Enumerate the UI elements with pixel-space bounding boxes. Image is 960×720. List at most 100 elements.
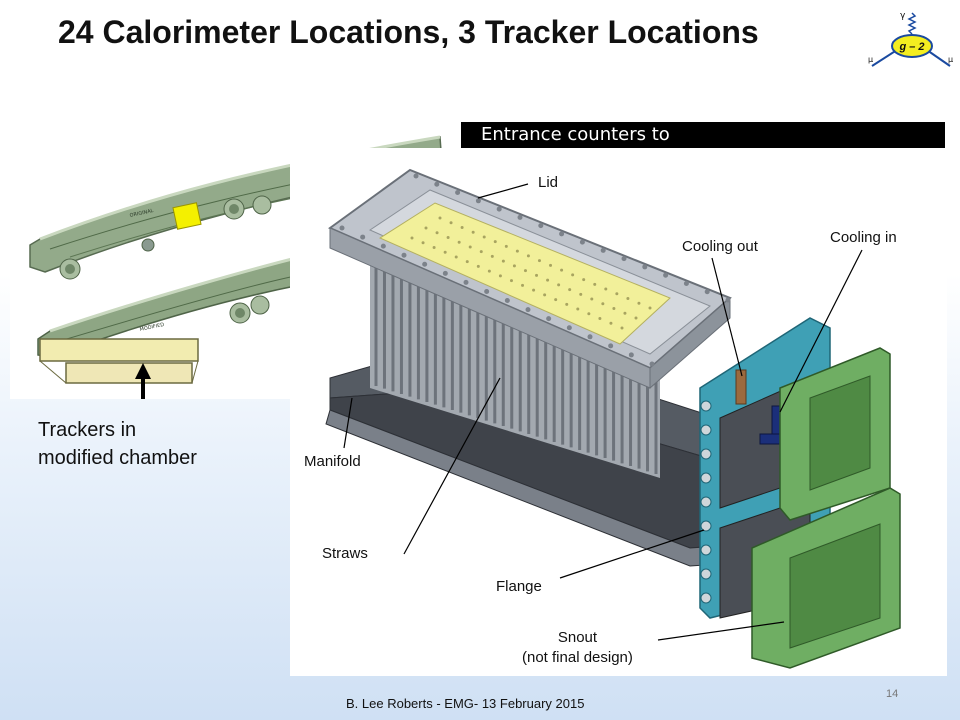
board-pad [543, 293, 547, 297]
lid-bolt-hole [608, 343, 614, 349]
lid-bolt-hole [455, 190, 461, 196]
board-pad [615, 292, 619, 296]
lid-bolt-hole [663, 272, 669, 278]
board-pad [546, 278, 550, 282]
board-pad [648, 306, 652, 310]
board-pad [535, 273, 539, 277]
lid-bolt-hole [442, 270, 448, 276]
left-caption: Trackers in modified chamber [38, 416, 197, 472]
lid-bolt-hole [463, 279, 469, 285]
lid-bolt-hole [339, 225, 345, 231]
board-pad [471, 230, 475, 234]
board-pad [579, 292, 583, 296]
logo-gamma: γ [900, 11, 906, 21]
lid [327, 168, 732, 390]
lid-bolt-hole [525, 307, 531, 313]
label-flange: Flange [496, 578, 542, 595]
flange-bolt [700, 592, 712, 604]
lid-bolt-hole [484, 288, 490, 294]
board-pad [554, 298, 558, 302]
board-pad [593, 282, 597, 286]
lid-bolt-hole [621, 256, 627, 262]
board-pad [587, 312, 591, 316]
board-pad [521, 283, 525, 287]
label-snout: Snout (not final design) [522, 628, 633, 668]
board-pad [498, 274, 502, 278]
banner-text: Entrance counters to [481, 124, 670, 145]
caption-line-1: Trackers in [38, 419, 137, 441]
board-pad [512, 264, 516, 268]
board-pad [604, 287, 608, 291]
slide-title: 24 Calorimeter Locations, 3 Tracker Loca… [58, 14, 759, 50]
board-pad [432, 245, 436, 249]
board-pad [634, 316, 638, 320]
label-lid: Lid [538, 174, 559, 191]
lid-bolt-hole [434, 181, 440, 187]
flange-bolt [700, 568, 712, 580]
lid-bolt-hole [559, 231, 565, 237]
board-pad [590, 297, 594, 301]
g-2-logo: g – 2 γ μ μ [868, 11, 953, 67]
leader-lines [343, 183, 863, 641]
board-pad [549, 263, 553, 267]
board-pad [523, 269, 527, 273]
lid-bolt-hole [579, 239, 585, 245]
logo-mu-right: μ [948, 55, 953, 64]
board-pad [557, 283, 561, 287]
board-pad [509, 279, 513, 283]
label-snout-line-1: Snout [557, 629, 598, 646]
board-pad [582, 278, 586, 282]
board-pad [504, 244, 508, 248]
board-pad [626, 297, 630, 301]
board-pad [454, 255, 458, 259]
board-pad [446, 235, 450, 239]
board-pad [443, 250, 447, 254]
board-pad [560, 268, 564, 272]
lid-bolt-hole [517, 214, 523, 220]
snout [751, 347, 901, 669]
board-pad [565, 302, 569, 306]
board-pad [479, 250, 483, 254]
flange-bolt [700, 448, 712, 460]
board-pad [482, 235, 486, 239]
logo-mu-left: μ [868, 55, 873, 64]
board-pad [410, 236, 414, 240]
page-number: 14 [886, 688, 899, 700]
tracker-location-highlight [172, 202, 202, 230]
label-straws: Straws [322, 545, 368, 562]
footer-citation: B. Lee Roberts - EMG- 13 February 2015 [346, 696, 585, 711]
board-pad [601, 302, 605, 306]
flange-bolt [700, 544, 712, 556]
board-pad [598, 317, 602, 321]
lid-bolt-hole [538, 223, 544, 229]
lid-bolt-hole [642, 264, 648, 270]
board-pad [568, 288, 572, 292]
entrance-counters-banner [461, 122, 945, 148]
label-cooling-out: Cooling out [682, 238, 758, 255]
caption-line-2: modified chamber [38, 447, 197, 469]
board-pad [457, 240, 461, 244]
label-snout-line-2: (not final design) [522, 649, 633, 666]
lid-bolt-hole [546, 316, 552, 322]
board-pad [476, 264, 480, 268]
lid-bolt-hole [496, 206, 502, 212]
flange-bolt [700, 520, 712, 532]
lid-bolt-hole [587, 334, 593, 340]
lid-bolt-hole [413, 173, 419, 179]
board-pad [571, 273, 575, 277]
modified-tag: MODIFIED [139, 322, 165, 333]
lid-bolt-hole [380, 243, 386, 249]
flange-bolt [700, 496, 712, 508]
board-pad [438, 216, 442, 220]
board-pad [468, 245, 472, 249]
modified-chamber: MODIFIED [37, 255, 301, 384]
original-tag: ORIGINAL [129, 208, 154, 219]
board-pad [526, 254, 530, 258]
board-pad [449, 221, 453, 225]
lid-bolt-hole [504, 298, 510, 304]
board-pad [460, 225, 464, 229]
board-pad [421, 241, 425, 245]
label-cooling-in: Cooling in [830, 229, 897, 246]
flange-bolt [700, 400, 712, 412]
flange-bolt [700, 472, 712, 484]
